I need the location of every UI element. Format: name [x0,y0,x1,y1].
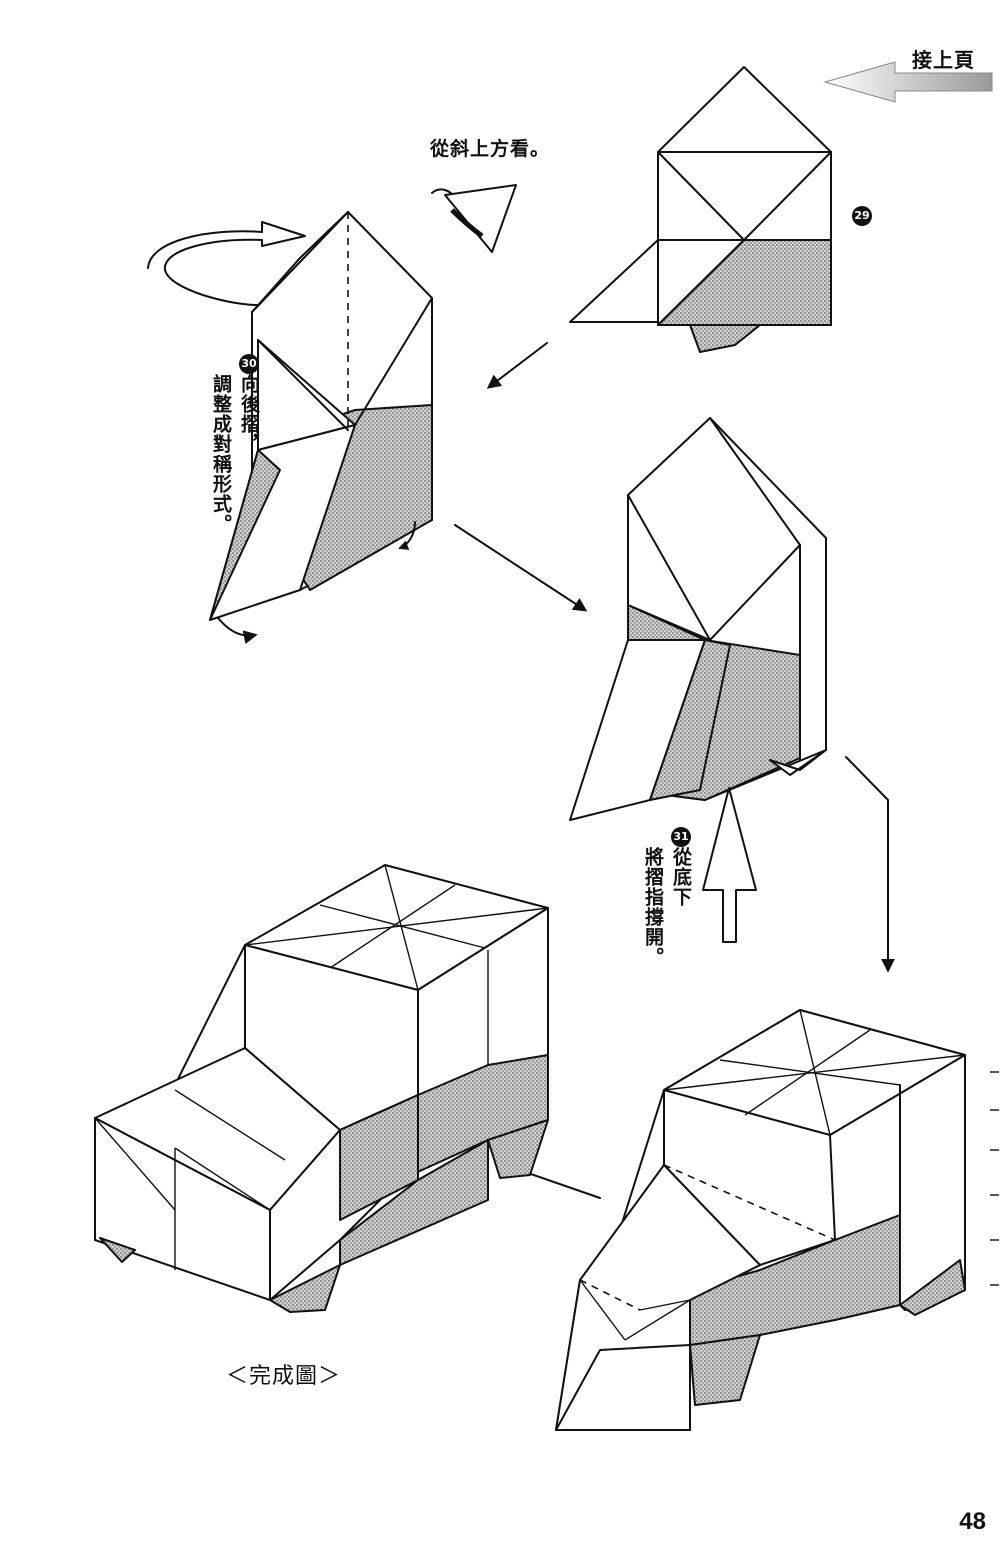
arrow-29-to-30 [486,342,548,389]
step30-line2: 調整成對稱形式。 [210,374,232,534]
step31-number: 31 [671,827,691,847]
finished-caption: ＜完成圖＞ [226,1364,342,1389]
step31-caption: 31 從底下 將摺指撐開。 [640,827,694,967]
step31-line2: 將摺指撐開。 [642,847,664,967]
page-number: 48 [959,1508,986,1535]
arrow-31-down [845,756,895,973]
arrow-left-icon [823,61,993,103]
step30-caption: 30 向後摺， 調整成對稱形式。 [208,354,262,534]
arrow-up-icon [702,787,757,943]
finished-model [94,864,549,1313]
step30-line1: 向後摺， [238,374,260,454]
clipped-edge-text [990,1071,999,1286]
view-hint-caption: 從斜上方看。 [430,138,551,160]
step32-model [555,1009,966,1431]
eye-icon [431,184,517,253]
step29-number: 29 [852,206,872,226]
step30-model [147,211,433,645]
step31-model [569,417,827,821]
continue-label: 接上頁 [912,48,975,72]
step29-model [569,66,832,353]
step31-line1: 從底下 [670,847,692,907]
step29-label: 29 [852,204,872,226]
step30-number: 30 [239,354,259,374]
arrow-30-to-31 [454,524,588,612]
